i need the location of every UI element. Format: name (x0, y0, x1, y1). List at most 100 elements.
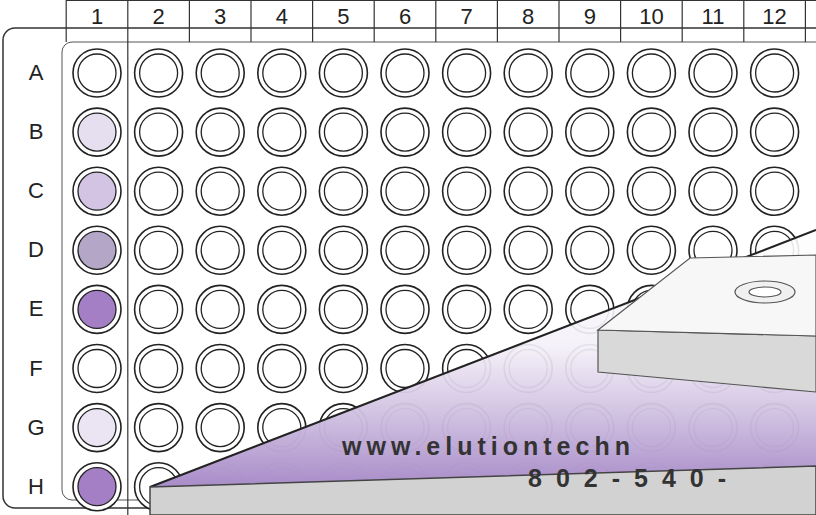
row-letter: C (28, 180, 44, 202)
well (196, 108, 244, 156)
well (381, 167, 429, 215)
row-letter: E (29, 298, 44, 320)
column-separator (743, 0, 744, 42)
well (135, 167, 183, 215)
well (566, 226, 614, 274)
well (443, 285, 491, 333)
well (504, 285, 552, 333)
row-letter: D (28, 239, 44, 261)
column-separator (374, 0, 375, 42)
well (751, 167, 799, 215)
well (627, 167, 675, 215)
well (258, 108, 306, 156)
well (443, 49, 491, 97)
website-text: www.elutiontechn (342, 434, 635, 459)
column-number: 11 (702, 6, 725, 28)
column-separator (127, 0, 128, 515)
column-separator (682, 0, 683, 42)
column-separator (312, 0, 313, 42)
well (319, 167, 367, 215)
well (73, 404, 121, 452)
row-letter: B (29, 121, 44, 143)
well (504, 49, 552, 97)
column-separator (189, 0, 190, 42)
well (196, 49, 244, 97)
well (258, 285, 306, 333)
column-separator (620, 0, 621, 42)
well (443, 108, 491, 156)
column-number: 5 (337, 6, 349, 28)
well (319, 226, 367, 274)
well (566, 108, 614, 156)
column-separator (558, 0, 559, 42)
well (319, 285, 367, 333)
column-number: 10 (639, 6, 663, 28)
well (504, 226, 552, 274)
column-number: 1 (91, 6, 103, 28)
well (504, 108, 552, 156)
well (73, 345, 121, 393)
well (566, 167, 614, 215)
well (73, 49, 121, 97)
column-separator (805, 0, 806, 42)
device-illustration (598, 255, 816, 392)
well (443, 226, 491, 274)
well (689, 108, 737, 156)
well (135, 226, 183, 274)
column-number: 9 (584, 6, 596, 28)
well (73, 108, 121, 156)
well (381, 285, 429, 333)
well (504, 167, 552, 215)
column-separator (66, 0, 67, 42)
well (135, 345, 183, 393)
column-number: 3 (214, 6, 226, 28)
well (196, 226, 244, 274)
well (73, 463, 121, 511)
well (319, 345, 367, 393)
well (751, 49, 799, 97)
well (73, 167, 121, 215)
well (319, 108, 367, 156)
well (443, 167, 491, 215)
well (627, 226, 675, 274)
well (196, 345, 244, 393)
well (196, 167, 244, 215)
plate-outline (3, 28, 816, 508)
well-area-outline (62, 42, 816, 500)
well (381, 108, 429, 156)
banner-panel (150, 230, 816, 487)
well (627, 49, 675, 97)
well (135, 108, 183, 156)
row-letter: H (28, 476, 44, 498)
column-number: 6 (399, 6, 411, 28)
well (73, 226, 121, 274)
column-number: 8 (522, 6, 534, 28)
banner-base (150, 466, 816, 515)
row-letter: F (29, 358, 42, 380)
well (689, 49, 737, 97)
phone-text: 802-540- (528, 466, 740, 491)
column-number: 7 (460, 6, 472, 28)
column-separator (435, 0, 436, 42)
column-separator (250, 0, 251, 42)
well (135, 404, 183, 452)
well (258, 49, 306, 97)
well (381, 49, 429, 97)
well (566, 49, 614, 97)
column-number: 2 (152, 6, 164, 28)
column-number: 4 (276, 6, 288, 28)
row-letter: G (27, 417, 44, 439)
well (196, 404, 244, 452)
well (627, 108, 675, 156)
header-edge (66, 0, 816, 1)
well (319, 49, 367, 97)
well (135, 49, 183, 97)
well (135, 285, 183, 333)
well (196, 285, 244, 333)
well (689, 167, 737, 215)
column-separator (497, 0, 498, 42)
well (381, 226, 429, 274)
well (258, 226, 306, 274)
column-number: 12 (762, 6, 786, 28)
